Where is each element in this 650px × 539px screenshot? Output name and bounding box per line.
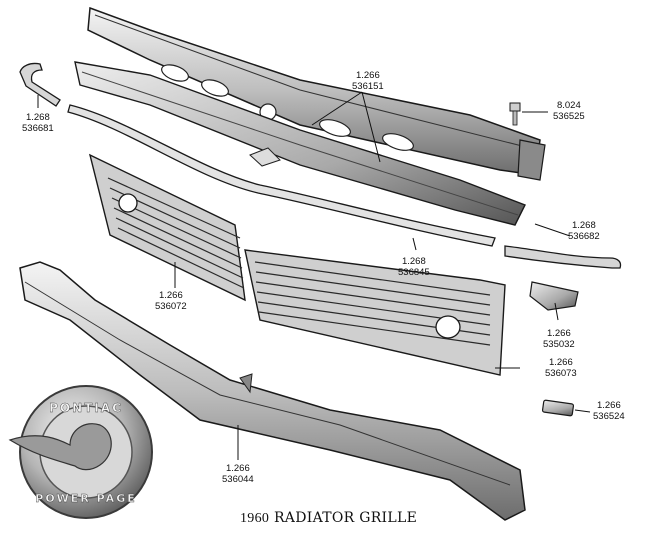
callout-left-molding: 1.268 536681 <box>22 112 54 134</box>
left-molding-part <box>19 62 61 107</box>
callout-center-molding: 1.268 536845 <box>398 256 430 278</box>
logo-top-text: PONTIAC <box>49 401 123 415</box>
callout-part: 536073 <box>545 368 577 379</box>
callout-small-plate: 1.266 536524 <box>593 400 625 422</box>
figure-caption: 1960 RADIATOR GRILLE <box>240 510 417 527</box>
leader-lines <box>37 91 591 460</box>
bolt-part <box>509 102 521 126</box>
callout-lower-panel: 1.266 536044 <box>222 463 254 485</box>
center-molding-part <box>67 104 496 247</box>
upper-support-part <box>87 6 546 181</box>
channel-part <box>74 61 526 226</box>
caption-year: 1960 <box>240 511 270 526</box>
left-grille-part <box>88 153 246 302</box>
callout-part: 536524 <box>593 411 625 422</box>
small-plate-part <box>541 399 575 417</box>
callout-bolt: 8.024 536525 <box>553 100 585 122</box>
callout-part: 536044 <box>222 474 254 485</box>
callout-group: 1.266 <box>546 328 571 339</box>
logo-bottom-text: POWER PAGE <box>35 492 136 505</box>
callout-upper-support: 1.266 536151 <box>352 70 384 92</box>
caption-title: RADIATOR GRILLE <box>273 510 418 526</box>
callout-group: 1.266 <box>355 70 380 81</box>
callout-part: 536525 <box>553 111 585 122</box>
callout-bracket: 1.266 535032 <box>543 328 575 350</box>
callout-part: 536845 <box>398 267 430 278</box>
callout-group: 8.024 <box>556 100 581 111</box>
callout-group: 1.268 <box>571 220 596 231</box>
callout-left-grille: 1.266 536072 <box>155 290 187 312</box>
bracket-part <box>529 281 579 311</box>
callout-group: 1.266 <box>158 290 183 301</box>
callout-group: 1.266 <box>225 463 250 474</box>
pontiac-logo: PONTIAC POWER PAGE <box>8 385 153 519</box>
callout-group: 1.266 <box>548 357 573 368</box>
callout-group: 1.268 <box>25 112 50 123</box>
callout-part: 536151 <box>352 81 384 92</box>
callout-right-molding: 1.268 536682 <box>568 220 600 242</box>
callout-part: 536681 <box>22 123 54 134</box>
right-grille-part <box>244 249 506 376</box>
callout-group: 1.266 <box>596 400 621 411</box>
right-molding-part <box>504 245 622 269</box>
callout-group: 1.268 <box>401 256 426 267</box>
lower-panel-part <box>19 261 526 521</box>
callout-part: 535032 <box>543 339 575 350</box>
callout-part: 536682 <box>568 231 600 242</box>
callout-part: 536072 <box>155 301 187 312</box>
callout-right-grille: 1.266 536073 <box>545 357 577 379</box>
